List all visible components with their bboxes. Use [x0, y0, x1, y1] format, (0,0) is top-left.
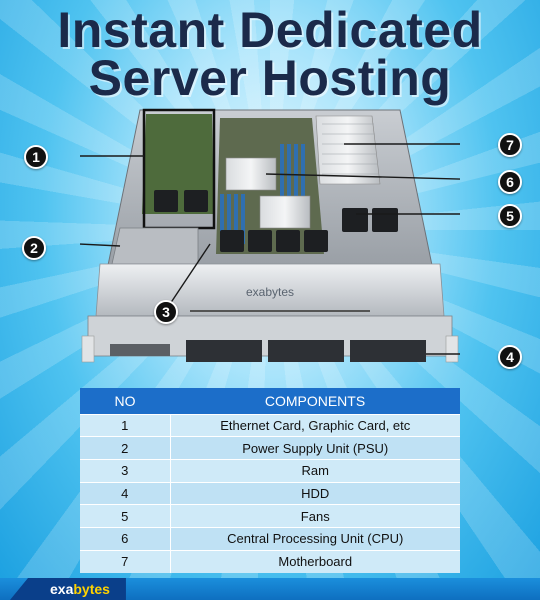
row-no: 3: [80, 458, 171, 483]
table-header-row: NO COMPONENTS: [80, 388, 460, 414]
row-no: 7: [80, 549, 171, 573]
svg-text:exabytes: exabytes: [246, 285, 294, 299]
callout-3: 3: [154, 300, 178, 324]
footer-bar: exabytes: [0, 578, 540, 600]
callout-5: 5: [498, 204, 522, 228]
components-table: NO COMPONENTS 1 Ethernet Card, Graphic C…: [80, 388, 460, 573]
table-row: 6 Central Processing Unit (CPU): [80, 526, 460, 551]
server-brand-bytes: bytes: [265, 285, 294, 299]
row-component: HDD: [170, 481, 460, 505]
row-no: 1: [80, 413, 171, 437]
row-component: Ethernet Card, Graphic Card, etc: [170, 413, 460, 437]
header-no: NO: [80, 388, 170, 414]
table-row: 4 HDD: [80, 481, 460, 505]
table-row: 3 Ram: [80, 458, 460, 483]
footer-brand-bytes: bytes: [73, 581, 110, 597]
title-line-1: Instant Dedicated: [57, 2, 483, 58]
callout-1: 1: [24, 145, 48, 169]
footer-brand-exa: exa: [50, 581, 74, 597]
title-line-2: Server Hosting: [88, 50, 452, 106]
row-no: 2: [80, 436, 171, 460]
callout-6: 6: [498, 170, 522, 194]
hdd-bays: [186, 340, 426, 362]
table-row: 7 Motherboard: [80, 549, 460, 573]
row-component: Central Processing Unit (CPU): [170, 526, 460, 551]
table-row: 1 Ethernet Card, Graphic Card, etc: [80, 413, 460, 437]
row-component: Ram: [170, 458, 460, 483]
server-illustration: exabytes: [80, 108, 460, 363]
row-no: 5: [80, 504, 171, 528]
table-row: 2 Power Supply Unit (PSU): [80, 436, 460, 460]
page-title: Instant Dedicated Server Hosting: [0, 2, 540, 106]
row-no: 6: [80, 526, 171, 551]
header-components: COMPONENTS: [170, 388, 460, 414]
callout-4: 4: [498, 345, 522, 369]
footer-logo[interactable]: exabytes: [10, 578, 126, 600]
callout-2: 2: [22, 236, 46, 260]
server-brand-exa: exa: [246, 285, 266, 299]
row-component: Motherboard: [170, 549, 460, 573]
row-component: Fans: [170, 504, 460, 528]
table-row: 5 Fans: [80, 504, 460, 528]
row-component: Power Supply Unit (PSU): [170, 436, 460, 460]
row-no: 4: [80, 481, 171, 505]
callout-7: 7: [498, 133, 522, 157]
